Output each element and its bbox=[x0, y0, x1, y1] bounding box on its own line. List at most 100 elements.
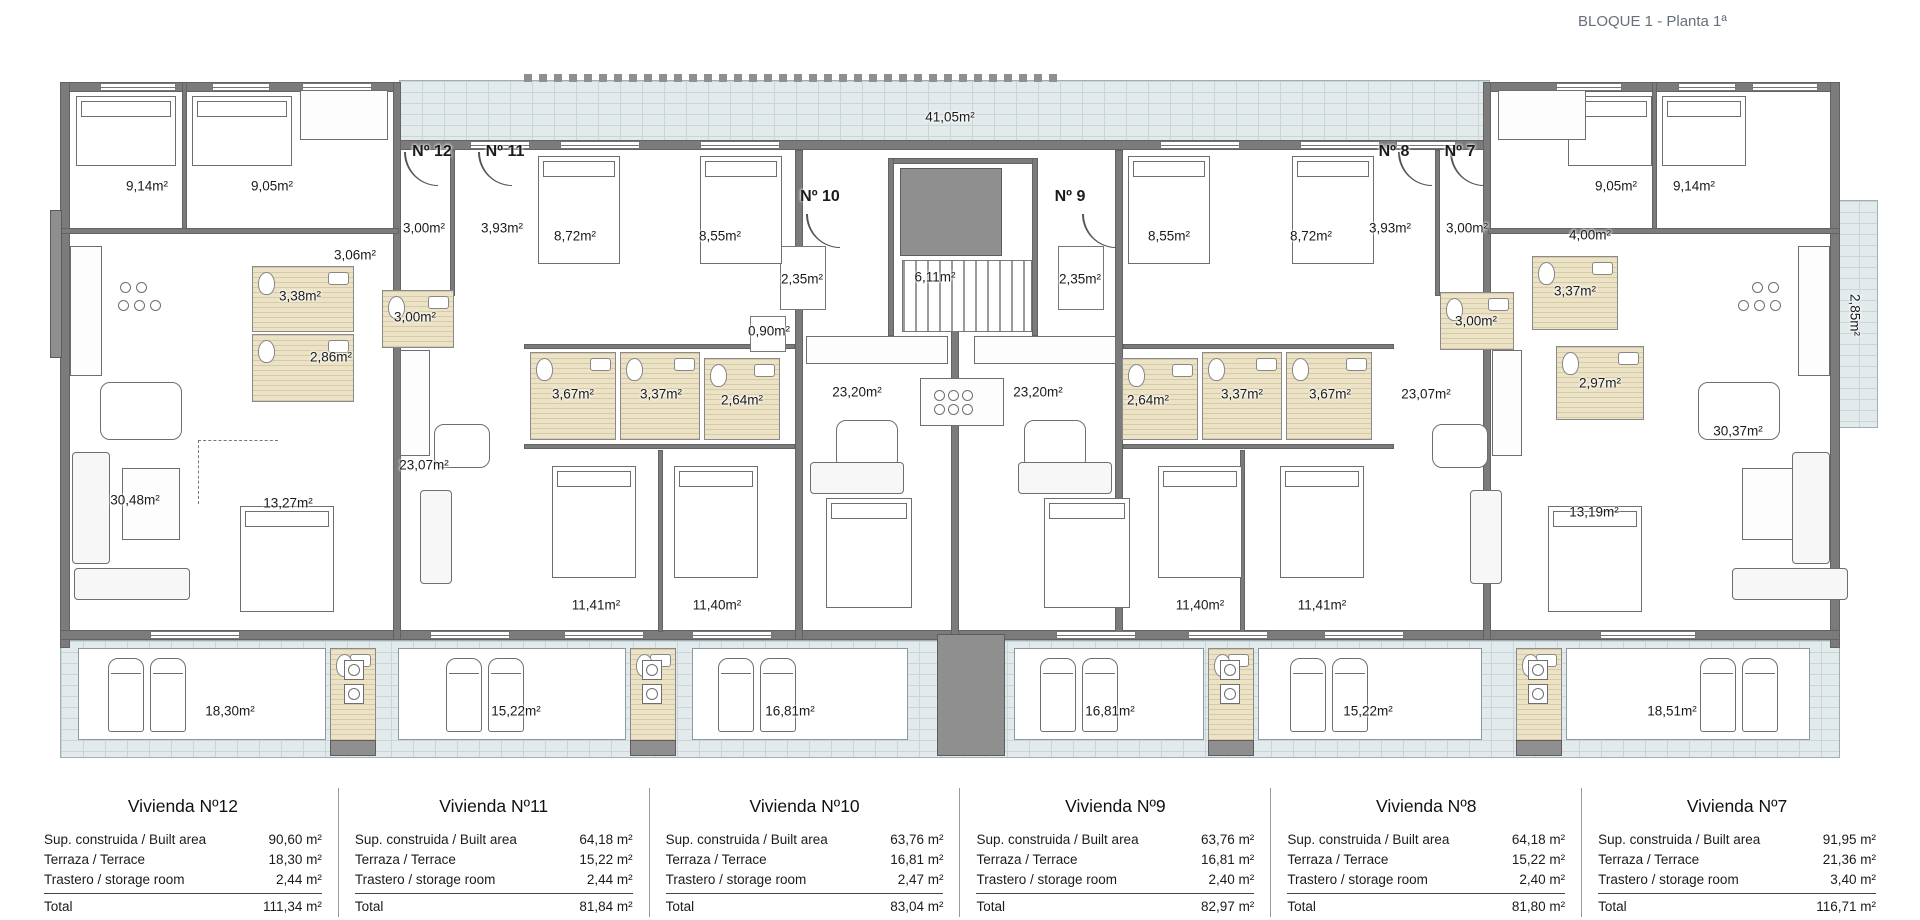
terrace-row: Terraza / Terrace 16,81 m² bbox=[666, 850, 944, 870]
window bbox=[1056, 631, 1136, 639]
elevator-or-core-block bbox=[630, 740, 676, 756]
area-label-bedroom7-c: 13,19m² bbox=[1569, 504, 1619, 520]
unit-label-u11: Nº 11 bbox=[485, 143, 525, 160]
vivienda-10-title: Vivienda Nº10 bbox=[749, 796, 860, 816]
unit-label-u12: Nº 12 bbox=[412, 143, 452, 160]
area-label-living11: 23,07m² bbox=[399, 457, 449, 473]
washer-icon bbox=[642, 660, 662, 680]
window bbox=[212, 83, 270, 91]
area-label-bedroom9-a: 8,55m² bbox=[1147, 228, 1191, 244]
sofa-furniture bbox=[1792, 452, 1830, 564]
terrace-value: 21,36 m² bbox=[1822, 852, 1876, 867]
unit-label-u7: Nº 7 bbox=[1444, 143, 1476, 160]
wall-segment bbox=[182, 82, 187, 234]
area-label-kitchen8: 3,00m² bbox=[1454, 313, 1498, 329]
window bbox=[1188, 631, 1268, 639]
terrace-tiles-area bbox=[399, 80, 1490, 148]
total-label: Total bbox=[1598, 899, 1627, 914]
sofa-furniture bbox=[1018, 462, 1112, 494]
closet-area bbox=[780, 246, 826, 310]
sun-lounger-furniture bbox=[150, 658, 186, 732]
bed-furniture bbox=[1280, 466, 1364, 578]
stool-or-burner-icon bbox=[1738, 300, 1749, 311]
area-label-closet-corridor: 0,90m² bbox=[747, 323, 791, 339]
wall-segment bbox=[60, 228, 399, 234]
terrace-label: Terraza / Terrace bbox=[354, 852, 456, 867]
storage-value: 2,44 m² bbox=[586, 872, 633, 887]
terrace-edge-ticks bbox=[524, 74, 1064, 82]
built-area-value: 63,76 m² bbox=[890, 832, 944, 847]
area-label-bath12-a: 3,38m² bbox=[278, 288, 322, 304]
total-label: Total bbox=[976, 899, 1006, 914]
kitchen-counter-or-wardrobe bbox=[1498, 90, 1586, 140]
bathroom-area bbox=[530, 352, 616, 440]
bathroom-area bbox=[382, 290, 454, 348]
total-label: Total bbox=[665, 899, 695, 914]
bed-furniture bbox=[1128, 156, 1210, 264]
vivienda-9-table: Vivienda Nº9 Sup. construida / Built are… bbox=[959, 788, 1270, 917]
vivienda-8-table: Vivienda Nº8 Sup. construida / Built are… bbox=[1270, 788, 1581, 917]
storage-label: Trastero / storage room bbox=[1287, 872, 1428, 887]
wall-segment bbox=[60, 82, 70, 648]
wall-segment bbox=[888, 158, 1038, 164]
bed-furniture bbox=[674, 466, 758, 578]
window bbox=[150, 631, 240, 639]
washer-icon bbox=[1528, 660, 1548, 680]
elevator-or-core-block bbox=[1208, 740, 1254, 756]
stairs bbox=[902, 260, 1032, 332]
bathroom-area bbox=[1440, 292, 1514, 350]
stool-or-burner-icon bbox=[962, 390, 973, 401]
area-label-living12: 30,48m² bbox=[110, 492, 160, 508]
total-row: Total 83,04 m² bbox=[665, 893, 944, 917]
bed-furniture bbox=[1158, 466, 1242, 578]
area-label-balcony7: 2,85m² bbox=[1847, 293, 1863, 337]
built-area-label: Sup. construida / Built area bbox=[1598, 832, 1761, 847]
area-label-entry8: 3,93m² bbox=[1368, 220, 1412, 236]
dashed-partition bbox=[198, 440, 278, 504]
kitchen-counter-or-wardrobe bbox=[300, 90, 388, 140]
area-label-bedroom11-b: 8,55m² bbox=[698, 228, 742, 244]
total-label: Total bbox=[44, 899, 73, 914]
area-label-bath9-b: 3,37m² bbox=[1220, 386, 1264, 402]
built-area-value: 63,76 m² bbox=[1201, 832, 1255, 847]
sun-lounger-furniture bbox=[1082, 658, 1118, 732]
storage-value: 2,40 m² bbox=[1208, 872, 1255, 887]
built-area-label: Sup. construida / Built area bbox=[44, 832, 207, 847]
sun-lounger-furniture bbox=[446, 658, 482, 732]
elevator-or-core-block bbox=[900, 168, 1002, 256]
bed-furniture bbox=[538, 156, 620, 264]
storage-value: 3,40 m² bbox=[1830, 872, 1876, 887]
terrace-label: Terraza / Terrace bbox=[665, 852, 767, 867]
vivienda-7-table: Vivienda Nº7 Sup. construida / Built are… bbox=[1581, 788, 1892, 917]
terrace-label: Terraza / Terrace bbox=[1598, 852, 1700, 867]
stool-or-burner-icon bbox=[136, 282, 147, 293]
vivienda-12-title: Vivienda Nº12 bbox=[127, 796, 238, 816]
area-label-hall12: 3,06m² bbox=[333, 247, 377, 263]
wall-segment bbox=[1483, 82, 1491, 640]
sun-lounger-furniture bbox=[488, 658, 524, 732]
dining-table-furniture bbox=[1432, 424, 1488, 468]
sun-lounger-furniture bbox=[1700, 658, 1736, 732]
total-value: 83,04 m² bbox=[890, 899, 944, 914]
window bbox=[564, 631, 644, 639]
total-label: Total bbox=[354, 899, 384, 914]
vivienda-11-title: Vivienda Nº11 bbox=[439, 796, 549, 816]
vivienda-11-table: Vivienda Nº11 Sup. construida / Built ar… bbox=[337, 788, 649, 917]
terrace-tiles-area bbox=[1836, 200, 1878, 428]
terrace-value: 16,81 m² bbox=[890, 852, 944, 867]
door-swing bbox=[1082, 214, 1116, 248]
unit-label-u10: Nº 10 bbox=[800, 188, 840, 205]
bed-furniture bbox=[240, 506, 334, 612]
storage-label: Trastero / storage room bbox=[665, 872, 807, 887]
area-label-terrace12: 18,30m² bbox=[205, 703, 255, 719]
wall-segment bbox=[1123, 444, 1394, 449]
